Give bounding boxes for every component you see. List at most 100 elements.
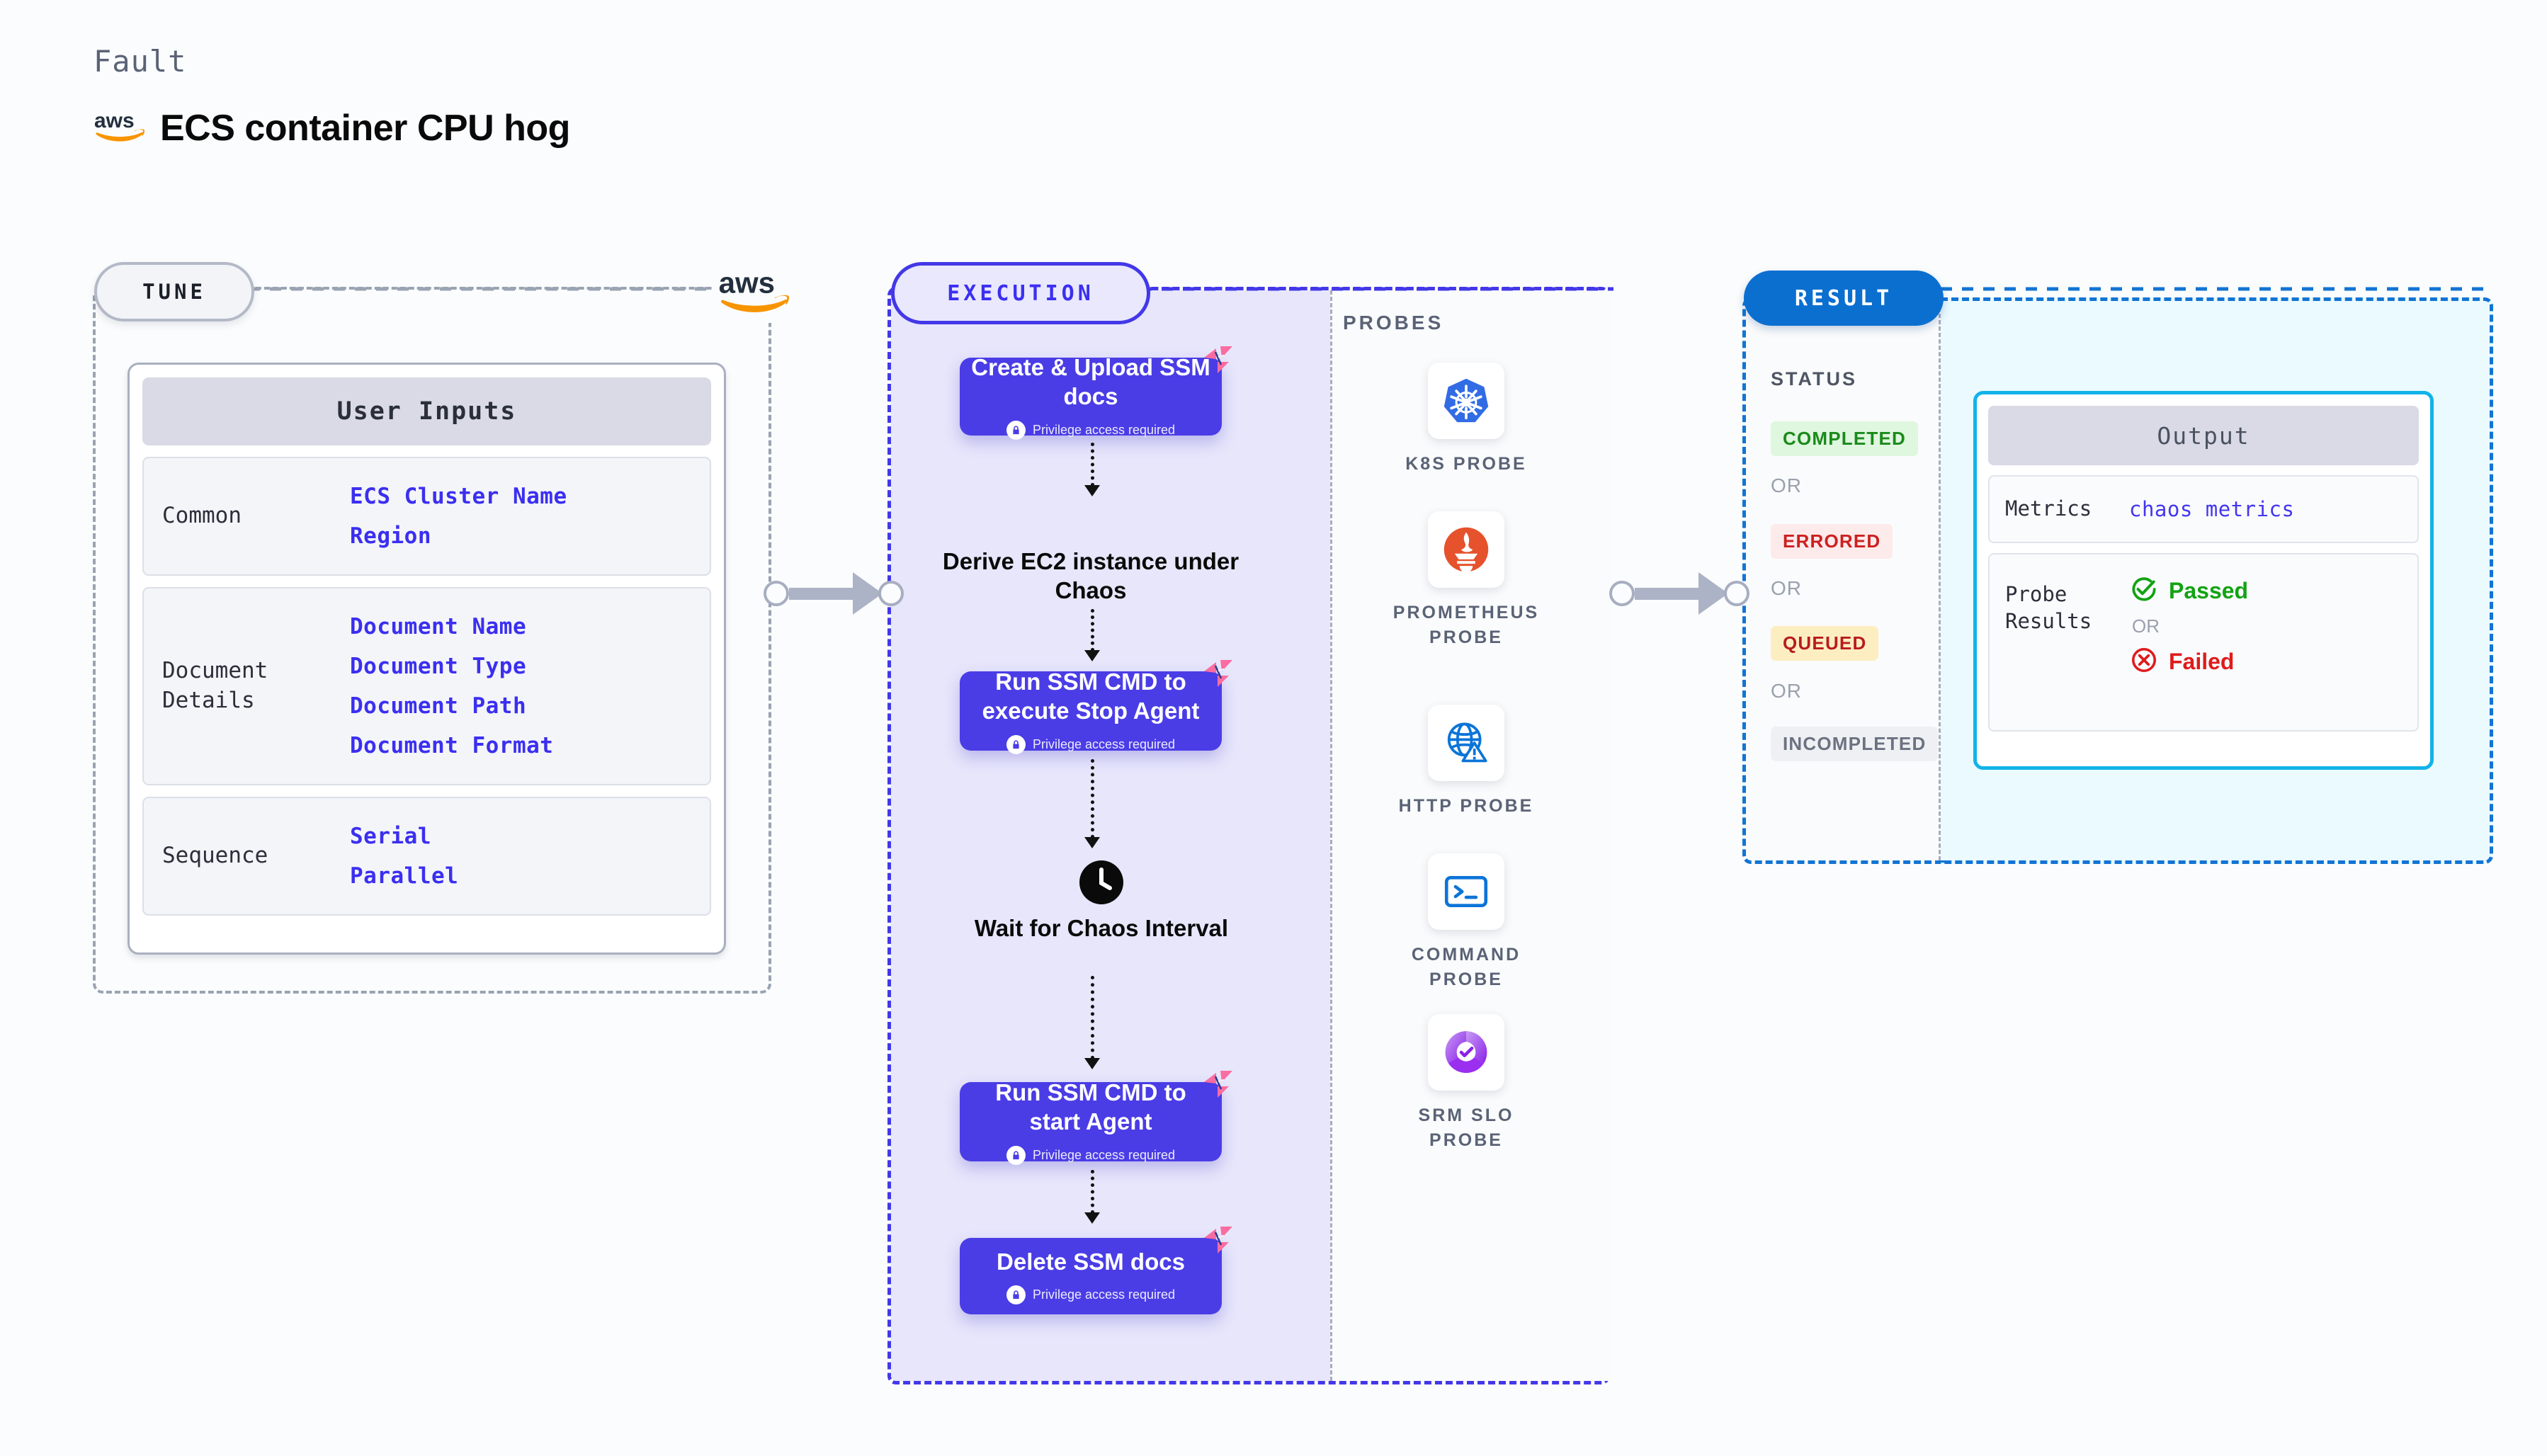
passed-label: Passed [2169,578,2249,603]
aws-logo: aws [93,109,146,148]
input-group-document-details: Document Details Document Name Document … [142,587,711,785]
privilege-text: Privilege access required [1032,736,1176,751]
flow-node-label: Run SSM CMD to start Agent [995,1079,1186,1134]
or-separator: OR [1771,577,1802,599]
execution-panel [887,287,1613,1384]
input-value[interactable]: Document Type [350,654,527,679]
lock-icon [1006,1145,1026,1165]
output-row-label: Probe Results [2005,582,2092,633]
output-card: Output Metrics chaos metrics Probe Resul… [1973,391,2434,770]
privilege-text: Privilege access required [1032,1287,1176,1302]
arrow-shaft [789,587,854,600]
svg-text:aws: aws [719,267,775,299]
result-leader-line [1941,287,2493,291]
arrow-tune-to-execution [764,572,904,615]
input-value[interactable]: Serial [350,824,431,849]
x-circle-icon [2129,645,2159,678]
output-title: Output [1988,406,2419,465]
flow-node-label: Delete SSM docs [997,1248,1185,1275]
failed-label: Failed [2169,649,2235,674]
chaos-flag-icon [1204,1071,1232,1098]
flow-step-derive-ec2-instance: Derive EC2 instance under Chaos [942,547,1240,605]
input-value[interactable]: ECS Cluster Name [350,484,567,509]
terminal-icon [1428,853,1504,930]
status-badge-queued: QUEUED [1771,626,1879,661]
privilege-note: Privilege access required [1006,420,1175,440]
tune-panel [93,287,771,994]
flow-node-run-ssm-cmd-start-agent[interactable]: Run SSM CMD to start Agent Privilege acc… [960,1071,1232,1165]
input-value[interactable]: Document Path [350,693,527,719]
probes-title: PROBES [1343,312,1444,334]
probe-item-k8s[interactable]: K8S PROBE [1388,363,1544,477]
probe-label: SRM SLO PROBE [1418,1105,1514,1150]
page-header: Fault aws ECS container CPU hog [93,44,570,149]
execution-leader-line [1140,287,1613,291]
kubernetes-icon [1428,363,1504,439]
probe-item-http[interactable]: HTTP PROBE [1388,705,1544,819]
page-title: ECS container CPU hog [160,108,570,149]
arrow-end-dot [1724,581,1749,606]
probe-label: HTTP PROBE [1398,796,1534,816]
lock-icon [1006,734,1026,754]
connector-arrowhead [1084,650,1100,661]
probe-item-command[interactable]: COMMAND PROBE [1388,853,1544,992]
execution-probes-column [1330,290,1613,1381]
clock-icon [1079,860,1123,904]
status-badge-completed: COMPLETED [1771,421,1919,456]
probe-result-failed: Failed [2129,645,2248,678]
http-globe-icon [1428,705,1504,781]
tune-leader-line [249,287,716,291]
tune-pill[interactable]: TUNE [94,262,254,322]
input-group-sequence: Sequence Serial Parallel [142,797,711,916]
status-badge-incompleted: INCOMPLETED [1771,727,1939,761]
execution-flow-column [891,290,1330,1381]
arrow-head [853,572,883,615]
or-separator: OR [1771,474,1802,496]
connector [1091,443,1097,487]
privilege-note: Privilege access required [1006,1145,1175,1165]
connector [1091,759,1097,838]
connector [1091,609,1097,652]
flow-node-run-ssm-cmd-stop-agent[interactable]: Run SSM CMD to execute Stop Agent Privil… [960,660,1232,754]
or-separator: OR [1771,680,1802,702]
arrow-end-dot [878,581,904,606]
check-circle-icon [2129,574,2159,608]
result-pill[interactable]: RESULT [1744,271,1944,326]
connector-arrowhead [1084,1058,1100,1069]
privilege-note: Privilege access required [1006,1285,1176,1305]
input-group-label: Document Details [162,658,268,713]
flow-node-create-upload-ssm-docs[interactable]: Create & Upload SSM docs Privilege acces… [960,346,1232,440]
probe-label: COMMAND PROBE [1411,945,1521,989]
status-badge-errored: ERRORED [1771,524,1893,559]
arrow-start-dot [764,581,789,606]
probe-label: K8S PROBE [1405,454,1527,474]
flow-node-label: Run SSM CMD to execute Stop Agent [982,669,1200,724]
chaos-flag-icon [1204,346,1232,373]
probe-item-prometheus[interactable]: PROMETHEUS PROBE [1388,511,1544,650]
probe-result-passed: Passed [2129,574,2248,608]
flow-node-label: Create & Upload SSM docs [971,354,1210,409]
flow-step-label: Wait for Chaos Interval [974,915,1229,941]
input-group-common: Common ECS Cluster Name Region [142,457,711,576]
result-status-panel [1742,297,1941,864]
lock-icon [1006,1285,1026,1305]
input-value[interactable]: Parallel [350,863,459,889]
privilege-note: Privilege access required [1006,734,1176,754]
lock-icon [1006,420,1026,440]
flow-node-delete-ssm-docs[interactable]: Delete SSM docs Privilege access require… [960,1227,1232,1314]
probe-item-srm-slo[interactable]: SRM SLO PROBE [1388,1014,1544,1153]
execution-pill[interactable]: EXECUTION [891,262,1150,324]
output-row-probe-results: Probe Results Passed OR [1988,553,2419,732]
input-group-label: Common [162,503,242,529]
input-value[interactable]: Document Format [350,733,554,758]
arrow-shaft [1635,587,1700,600]
tune-aws-badge: aws [712,261,797,323]
metrics-value[interactable]: chaos metrics [2129,497,2295,521]
arrow-head [1698,572,1728,615]
connector [1091,976,1097,1059]
connector-arrowhead [1084,837,1100,848]
chaos-flag-icon [1204,1227,1232,1253]
input-value[interactable]: Document Name [350,614,527,639]
input-value[interactable]: Region [350,523,431,549]
fault-kicker: Fault [93,44,187,79]
